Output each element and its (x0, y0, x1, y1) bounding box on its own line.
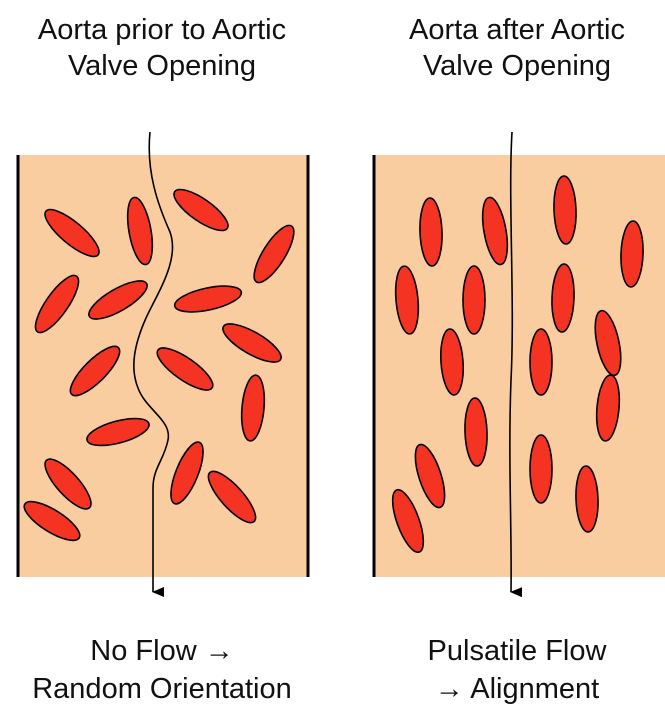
panel-caption-before-line2: Random Orientation (2, 670, 322, 708)
red-blood-cell (530, 435, 552, 503)
panel-caption-before-line1: No Flow → (2, 632, 322, 670)
panel-caption-before: No Flow → Random Orientation (2, 632, 322, 708)
panel-caption-after-line1: Pulsatile Flow (357, 632, 665, 670)
vessel-after (374, 132, 665, 592)
vessel-before (18, 132, 308, 592)
panel-caption-after-line2: → Alignment (357, 670, 665, 708)
red-blood-cell (530, 329, 552, 395)
red-blood-cell (463, 266, 485, 334)
panel-caption-after: Pulsatile Flow → Alignment (357, 632, 665, 708)
